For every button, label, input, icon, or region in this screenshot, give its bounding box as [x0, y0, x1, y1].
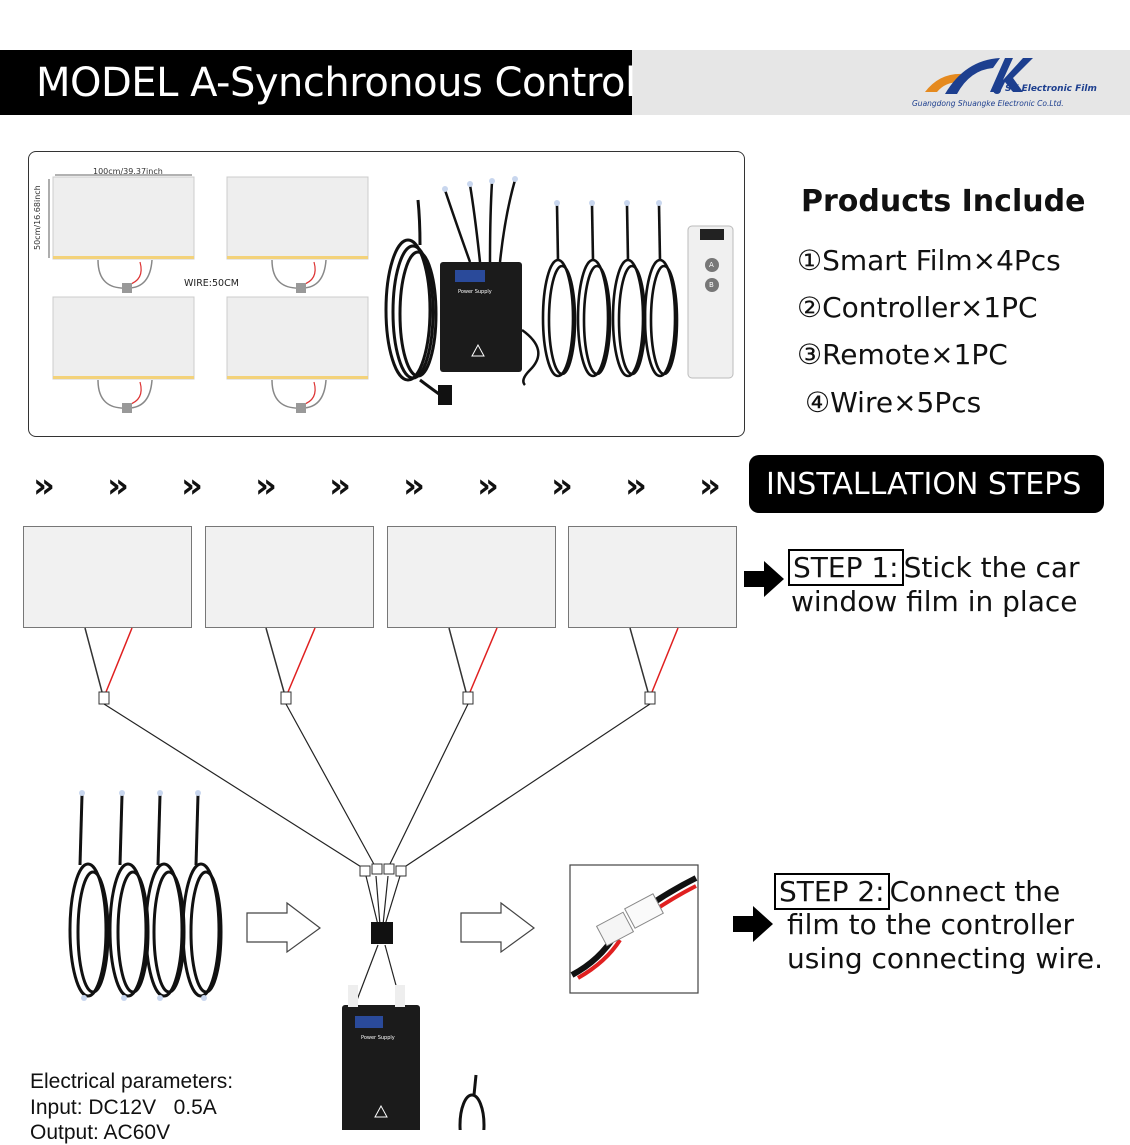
film-sheet-3 — [52, 296, 195, 380]
electrical-params-title: Electrical parameters: — [30, 1070, 234, 1093]
film-panel — [387, 526, 556, 628]
film-sheet-2 — [226, 176, 369, 260]
step-2-line-3: using connecting wire. — [787, 942, 1104, 975]
chevron-icon: » — [107, 466, 129, 506]
wire-length-label: WIRE:50CM — [184, 278, 239, 289]
include-item: ③Remote×1PC — [797, 338, 1008, 371]
controller-box — [440, 262, 522, 372]
flow-arrow-icon — [460, 901, 536, 954]
header-bar — [0, 50, 632, 115]
chevron-icon: » — [255, 466, 277, 506]
sk-logo-icon — [925, 58, 1033, 94]
film-sheet-4 — [226, 296, 369, 380]
power-plug — [438, 385, 452, 405]
logo-company-text: Guangdong Shuangke Electronic Co.Ltd. — [912, 99, 1064, 108]
electrical-input: Input: DC12V 0.5A — [30, 1096, 217, 1119]
splitter-block — [371, 922, 393, 944]
chevron-icon: » — [181, 466, 203, 506]
film-sheet-1 — [52, 176, 195, 260]
chevron-icon: » — [329, 466, 351, 506]
header-logo-area — [632, 50, 1130, 115]
film-panel — [23, 526, 192, 628]
chevron-icon: » — [625, 466, 647, 506]
logo-brand-text: SK Electronic Film — [1005, 84, 1097, 94]
step-2-line-1: STEP 2:Connect the — [774, 873, 1061, 910]
remote-control — [687, 225, 734, 379]
controller-label-bottom: Power Supply — [361, 1035, 395, 1041]
include-item: ②Controller×1PC — [797, 291, 1038, 324]
extension-wire-coils — [68, 794, 223, 998]
chevron-icon: » — [699, 466, 721, 506]
chevron-icon: » — [551, 466, 573, 506]
step-2-line-2: film to the controller — [787, 908, 1075, 941]
step-1-label: STEP 1: — [788, 549, 904, 586]
remote-button-a: A — [709, 261, 714, 269]
chevron-icon: » — [403, 466, 425, 506]
wire-coils — [541, 204, 679, 378]
step-1-line-2: window film in place — [791, 585, 1078, 618]
installation-steps-title: INSTALLATION STEPS — [766, 467, 1082, 502]
step-2-text: Connect the — [889, 875, 1061, 908]
page-title: MODEL A-Synchronous Control — [36, 60, 636, 106]
step-arrow-icon — [744, 561, 784, 597]
remote-button-b: B — [709, 281, 714, 289]
flow-arrow-icon — [246, 901, 322, 954]
include-item: ①Smart Film×4Pcs — [797, 244, 1061, 277]
chevron-icon: » — [33, 466, 55, 506]
step-arrow-icon — [733, 906, 773, 942]
step-1-text: Stick the car — [903, 551, 1080, 584]
power-cable-coil — [384, 199, 446, 400]
film-panel — [205, 526, 374, 628]
electrical-output: Output: AC60V — [30, 1121, 171, 1144]
step-2-label: STEP 2: — [774, 873, 890, 910]
products-include-title: Products Include — [801, 184, 1086, 219]
controller-bottom — [342, 985, 420, 1130]
include-item: ④Wire×5Pcs — [805, 386, 982, 419]
film-panel — [568, 526, 737, 628]
controller-label: Power Supply — [458, 289, 492, 295]
film-width-label: 100cm/39.37inch — [93, 167, 163, 176]
step-1-line-1: STEP 1:Stick the car — [788, 549, 1080, 586]
installation-steps-badge — [749, 455, 1104, 513]
chevron-icon: » — [477, 466, 499, 506]
